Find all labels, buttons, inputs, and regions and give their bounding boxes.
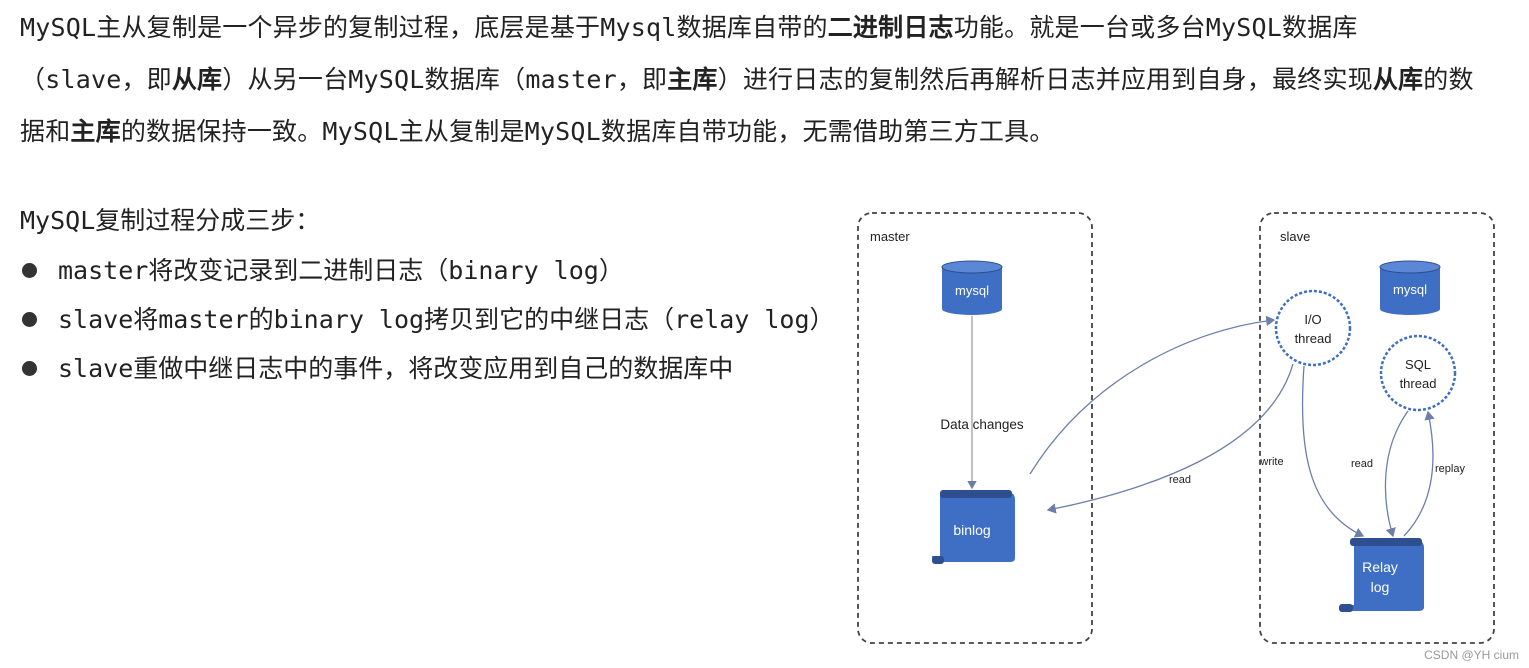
slave-box bbox=[1259, 212, 1495, 644]
list-item: master将改变记录到二进制日志（binary log） bbox=[20, 246, 835, 295]
bullet-icon bbox=[22, 312, 37, 327]
io-thread-label-1: I/O bbox=[1304, 312, 1321, 327]
steps-list: master将改变记录到二进制日志（binary log） slave将mast… bbox=[20, 246, 835, 393]
request-arrow bbox=[1029, 315, 1276, 475]
bullet-icon bbox=[22, 263, 37, 278]
relay-log-scroll-icon: Relay log bbox=[1339, 538, 1424, 612]
io-thread-node bbox=[1274, 289, 1352, 367]
relay-log-label-1: Relay bbox=[1362, 559, 1398, 575]
list-item: slave重做中继日志中的事件，将改变应用到自己的数据库中 bbox=[20, 344, 835, 393]
master-db-label: mysql bbox=[955, 283, 989, 298]
list-item-text: slave将master的binary log拷贝到它的中继日志（relay l… bbox=[58, 305, 835, 334]
read-relay-label: read bbox=[1351, 458, 1373, 470]
intro-bold-master-2: 主库 bbox=[70, 117, 121, 146]
intro-text-5: 的数据和 bbox=[20, 65, 1474, 146]
intro-text-1: MySQL主从复制是一个异步的复制过程，底层是基于Mysql数据库自带的 bbox=[20, 13, 828, 42]
write-label: write bbox=[1259, 456, 1283, 468]
steps-title: MySQL复制过程分成三步： bbox=[20, 206, 321, 235]
master-label: master bbox=[870, 229, 910, 244]
sql-thread-label-2: thread bbox=[1400, 376, 1437, 391]
read-binlog-arrow bbox=[1046, 363, 1294, 514]
sql-thread-node bbox=[1379, 334, 1457, 412]
intro-text-3: ）从另一台MySQL数据库（master，即 bbox=[222, 65, 668, 94]
intro-bold-slave-2: 从库 bbox=[1372, 65, 1424, 94]
intro-text-4: ）进行日志的复制然后再解析日志并应用到自身，最终实现 bbox=[717, 65, 1373, 94]
replay-arrow bbox=[1403, 410, 1435, 537]
relay-log-label-2: log bbox=[1371, 579, 1390, 595]
replay-label: replay bbox=[1435, 463, 1465, 475]
master-box bbox=[857, 212, 1093, 644]
binlog-scroll-icon: binlog bbox=[932, 490, 1015, 564]
intro-bold-binlog: 二进制日志 bbox=[827, 13, 954, 42]
intro-bold-master: 主库 bbox=[667, 65, 718, 94]
io-thread-label-2: thread bbox=[1295, 331, 1332, 346]
list-item-text: slave重做中继日志中的事件，将改变应用到自己的数据库中 bbox=[58, 354, 734, 383]
data-changes-label: Data changes bbox=[940, 417, 1024, 432]
master-database-icon: mysql bbox=[941, 260, 1003, 315]
slave-database-icon: mysql bbox=[1379, 260, 1441, 315]
read-binlog-label: read bbox=[1169, 474, 1191, 486]
list-item-text: master将改变记录到二进制日志（binary log） bbox=[58, 256, 624, 285]
slave-db-label: mysql bbox=[1393, 282, 1427, 297]
intro-text-2: 功能。就是一台或多台MySQL数据库（slave，即 bbox=[20, 13, 1358, 94]
binlog-label: binlog bbox=[953, 522, 990, 538]
intro-text-6: 的数据保持一致。MySQL主从复制是MySQL数据库自带功能，无需借助第三方工具… bbox=[120, 117, 1055, 146]
sql-thread-label-1: SQL bbox=[1405, 357, 1431, 372]
replication-diagram: master slave mysql Data changes binlog m… bbox=[857, 212, 1495, 644]
read-relay-arrow bbox=[1384, 410, 1409, 538]
intro-bold-slave: 从库 bbox=[171, 65, 223, 94]
intro-paragraph: MySQL主从复制是一个异步的复制过程，底层是基于Mysql数据库自带的二进制日… bbox=[20, 2, 1480, 158]
write-arrow bbox=[1301, 365, 1365, 538]
bullet-icon bbox=[22, 361, 37, 376]
watermark: CSDN @YH cium bbox=[1424, 648, 1519, 662]
slave-label: slave bbox=[1280, 229, 1310, 244]
list-item: slave将master的binary log拷贝到它的中继日志（relay l… bbox=[20, 295, 835, 344]
